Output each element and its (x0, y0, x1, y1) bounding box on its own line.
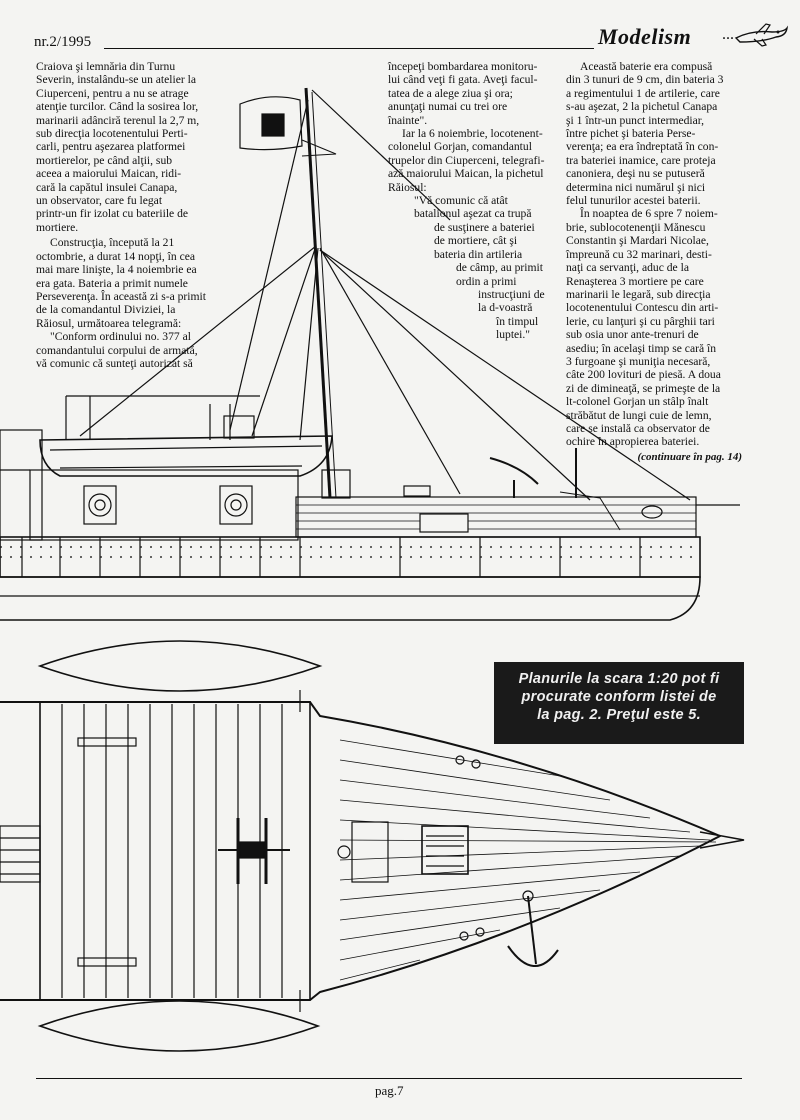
notice-line: Planurile la scara 1:20 pot fi (518, 671, 720, 687)
text-line: În noaptea de 6 spre 7 noiem- (580, 207, 718, 221)
text-line: bateria din artileria (434, 247, 523, 261)
text-line: câte 200 lovituri de piesă. A doua (566, 368, 721, 382)
text-line: în timpul (496, 314, 539, 328)
continued-note: (continuare în pag. 14) (637, 450, 742, 463)
text-line: carli, pentru aşezarea platformei (36, 140, 186, 154)
text-line: printr-un fir izolat cu bateriile de (36, 207, 189, 221)
text-line: mortiere. (36, 220, 79, 234)
text-line: mai mare linişte, la 4 noiembrie ea (36, 263, 197, 277)
text-line: locotenentului Contescu din arti- (566, 301, 719, 315)
text-line: "Conform ordinului no. 377 al (50, 330, 191, 344)
text-line: determina nici numărul şi nici (566, 180, 706, 194)
text-line: Iar la 6 noiembrie, locotenent- (402, 127, 543, 141)
text-line: s-au aşezat, 2 la pichetul Canapa (566, 100, 718, 114)
text-line: ază maiorului Maican, la pichetul (388, 167, 544, 181)
col2-paragraph-1: începeţi bombardarea monitoru- lui când … (388, 60, 558, 127)
text-line: a regimentului 1 de artilerie, care (566, 86, 720, 100)
col3-paragraph-2: În noaptea de 6 spre 7 noiem- brie, subl… (566, 207, 742, 448)
text-line: colonelul Gorjan, comandantul (388, 140, 532, 154)
col1-paragraph-1: Craiova şi lemnăria din Turnu Severin, i… (36, 60, 266, 234)
magazine-logo: Modelism (598, 24, 692, 49)
text-line: aceea a maiorului Maican, ridi- (36, 167, 182, 181)
text-line: lui când veţi fi gata. Aveţi facul- (388, 73, 538, 87)
text-line: atenţie turcilor. Când la sosirea lor, (36, 100, 199, 114)
text-line: tra bateriei inamice, care proteja (566, 153, 716, 167)
text-line: sub osia unor ante-trenuri de (566, 328, 699, 342)
text-line: Renaşterea 3 mortiere pe care (566, 274, 704, 288)
text-line: era gata. Bateria a primit numele (36, 276, 188, 290)
text-line: ordin a primi (456, 274, 517, 288)
text-line: comandantului corpului de armată, (36, 343, 198, 357)
text-line: împreună cu 32 marinari, desti- (566, 247, 712, 261)
text-line: Construcţia, începută la 21 (50, 236, 175, 250)
article-column-1: Craiova şi lemnăria din Turnu Severin, i… (36, 60, 266, 370)
text-line: zi de dimineaţă, se primeşte de la (566, 381, 721, 395)
text-line: de susţinere a bateriei (434, 220, 535, 234)
text-line: felul tunurilor acestei baterii. (566, 194, 701, 208)
text-line: şi 1 într-un punct intermediar, (566, 113, 705, 127)
text-line: canoniera, deşi nu se putuseră (566, 167, 705, 181)
plans-notice-box: Planurile la scara 1:20 pot fi procurate… (494, 662, 744, 744)
text-line: cară la capătul insulei Canapa, (36, 180, 178, 194)
text-line: lerie, cu lanţuri şi cu pârghii tari (566, 314, 715, 328)
article-column-2: începeţi bombardarea monitoru- lui când … (388, 60, 558, 342)
text-line: octombrie, a durat 14 nopţi, în cea (36, 249, 196, 263)
text-line: verenţa; ea era îndreptată în con- (566, 140, 719, 154)
text-line: de la comandantul Diviziei, la (36, 303, 176, 317)
col2-paragraph-2: Iar la 6 noiembrie, locotenent- colonelu… (388, 127, 558, 194)
col1-paragraph-3: "Conform ordinului no. 377 al comandantu… (36, 330, 266, 370)
text-line: între pichet şi bateria Perse- (566, 127, 696, 141)
text-line: Severin, instalându-se un atelier la (36, 73, 197, 87)
text-line: de câmp, au primit (456, 261, 543, 275)
text-line: anunţaţi numai cu trei ore (388, 100, 508, 114)
text-line: instrucţiuni de (478, 287, 545, 301)
text-line: batalionul aşezat ca trupă (414, 207, 532, 221)
article-column-3: Această baterie era compusă din 3 tunuri… (566, 60, 742, 464)
page-number: pag.7 (375, 1083, 404, 1098)
text-line: tatea de a alege ziua şi ora; (388, 86, 513, 100)
text-line: la d-voastră (478, 301, 533, 315)
notice-line: procurate conform listei de (521, 689, 717, 705)
col1-paragraph-2: Construcţia, începută la 21 octombrie, a… (36, 236, 266, 330)
text-line: înainte". (388, 113, 428, 127)
text-line: din 3 tunuri de 9 cm, din bateria 3 (566, 73, 724, 87)
issue-number: nr.2/1995 (34, 34, 92, 50)
text-line: naţi ca servanţi, aduc de la (566, 261, 689, 275)
text-line: mortierelor, pe când alţii, sub (36, 153, 173, 167)
logo-trail: ... (722, 26, 734, 43)
text-line: brie, sublocotenenţii Mănescu (566, 220, 706, 234)
text-line: lt-colonel Gorjan un stâlp înalt (566, 395, 709, 409)
text-line: Răiosul: (388, 180, 427, 194)
col2-paragraph-3: "Vă comunic că atât batalionul aşezat ca… (388, 194, 558, 341)
text-line: Ciuperceni, pentru a nu se atrage (36, 86, 189, 100)
text-line: 3 furgoane şi muniţia necesară, (566, 354, 711, 368)
text-line: marinarii le legară, sub direcţia (566, 287, 711, 301)
text-line: care se instală ca observator de (566, 421, 710, 435)
text-line: marinarii adânciră terenul la 2,7 m, (36, 113, 200, 127)
text-line: asediu; în acelaşi timp se cară în (566, 341, 717, 355)
text-line: un observator, care fu legat (36, 194, 163, 208)
text-line: străbătut de lungi cuie de lemn, (566, 408, 712, 422)
text-line: Perseverenţa. În această zi s-a primit (36, 289, 206, 303)
text-line: "Vă comunic că atât (414, 194, 508, 208)
logo-airplane-icon (734, 23, 789, 47)
col3-paragraph-1: Această baterie era compusă din 3 tunuri… (566, 60, 742, 207)
header-rule (104, 48, 594, 49)
text-line: Răiosul, următoarea telegramă: (36, 316, 182, 330)
text-line: de mortiere, cât şi (434, 234, 518, 248)
text-line: vă comunic că sunteţi autorizat să (36, 356, 193, 370)
text-line: trupelor din Ciuperceni, telegrafi- (388, 153, 545, 167)
text-line: sub direcţia locotenentului Perti- (36, 127, 188, 141)
footer-rule (36, 1078, 742, 1079)
text-line: Această baterie era compusă (580, 60, 713, 73)
text-line: Constantin şi Mardari Nicolae, (566, 234, 709, 248)
text-line: începeţi bombardarea monitoru- (388, 60, 538, 73)
text-line: Craiova şi lemnăria din Turnu (36, 60, 176, 73)
notice-line: la pag. 2. Preţul este 5. (537, 707, 701, 723)
text-line: luptei." (496, 328, 531, 342)
